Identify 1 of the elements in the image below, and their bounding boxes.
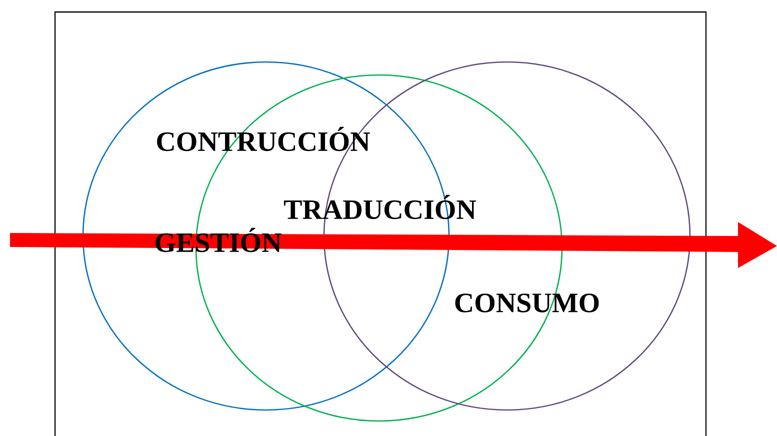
circle-label: GESTIÓN (156, 228, 282, 252)
